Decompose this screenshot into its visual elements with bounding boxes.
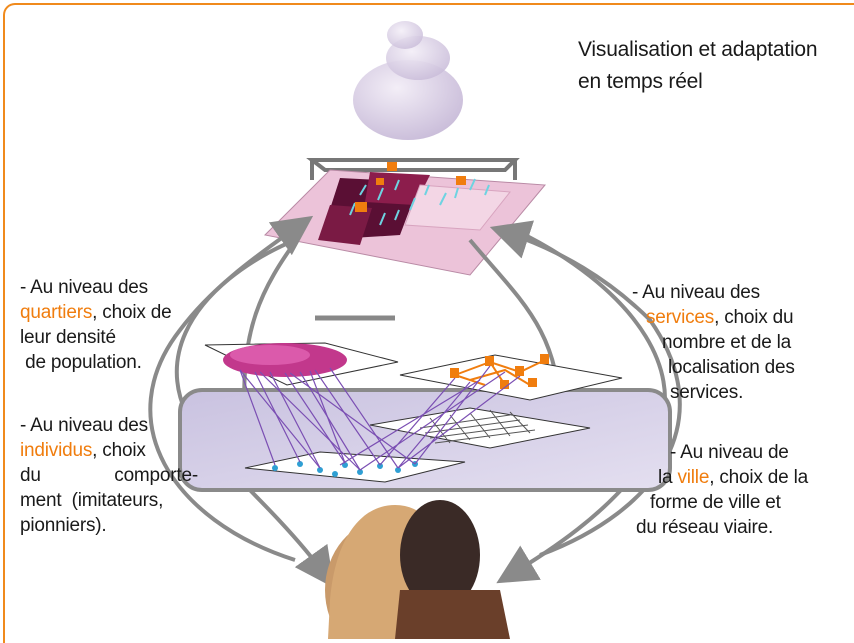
services-line-2: services, choix du [646,307,794,328]
quartiers-line-1: - Au niveau des [20,277,148,298]
ville-line-2: la ville, choix de la [658,467,808,488]
people-photo [325,500,510,639]
services-line-4: localisation des [668,357,795,378]
services-plane [399,354,623,401]
title: Visualisation et adaptation en temps rée… [578,34,818,98]
title-line-1: Visualisation et adaptation [578,38,818,61]
ville-line-4: du réseau viaire. [636,517,774,538]
quartiers-line-3: leur densité [20,327,116,348]
services-highlight: services [646,307,715,328]
ville-highlight: ville [677,467,710,488]
ville-text: - Au niveau de la ville, choix de la for… [636,440,808,540]
services-text: - Au niveau des services, choix du nombr… [632,280,795,405]
ville-line-1: - Au niveau de [670,442,789,463]
quartiers-plane [204,342,399,386]
individus-line-5: pionniers). [20,515,107,536]
individus-highlight: individus [20,440,93,461]
title-line-2: en temps réel [578,70,703,93]
individus-line-1: - Au niveau des [20,415,148,436]
quartiers-line-2: quartiers, choix de [20,302,172,323]
individus-line-4: ment (imitateurs, [20,490,164,511]
interaction-links [239,365,521,471]
quartiers-highlight: quartiers [20,302,93,323]
orange-frame [3,3,854,643]
ville-line-3: forme de ville et [650,492,781,513]
visualisation-blob [353,21,463,140]
quartiers-text: - Au niveau des quartiers, choix de leur… [20,275,172,375]
city-map-top [263,162,547,276]
quartiers-line-4: de population. [20,352,142,373]
individus-line-2: individus, choix [20,440,146,461]
top-holder [306,158,520,172]
services-line-5: services. [670,382,744,403]
services-line-1: - Au niveau des [632,282,760,303]
services-line-3: nombre et de la [662,332,792,353]
